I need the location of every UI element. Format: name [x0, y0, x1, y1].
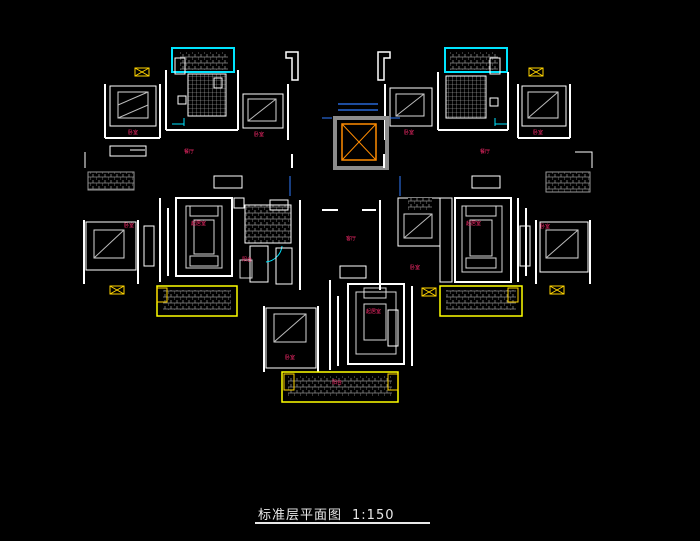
bathroom-top-right	[445, 75, 487, 119]
room-label-bedroom-left: 卧室	[124, 223, 135, 229]
unit-top-right	[377, 47, 571, 140]
bedroom-left	[85, 221, 137, 271]
room-label-bedroom-ur: 卧室	[533, 130, 544, 136]
drawing-title: 标准层平面图 1:150	[258, 504, 394, 523]
room-label-hall: 客厅	[346, 236, 357, 242]
bedroom-top-left	[109, 85, 157, 127]
room-label-bedroom-upper-mid-right: 卧室	[404, 130, 415, 136]
bedroom-top-mid-left	[242, 93, 284, 129]
room-label-balcony-bottom: 阳台	[332, 380, 343, 386]
drawing-scale-text: 1:150	[352, 508, 395, 523]
title-underline	[255, 522, 430, 524]
unit-bottom-center	[263, 280, 413, 403]
hatch-left	[87, 171, 135, 191]
core-elevator	[322, 103, 400, 170]
bedroom-top-right	[521, 85, 567, 127]
hatch-right	[545, 171, 591, 193]
room-label-balcony-left: 阳台	[242, 257, 253, 263]
room-label-dining-left: 餐厅	[184, 149, 195, 155]
room-label-bedroom-bottom: 卧室	[285, 355, 296, 361]
bedroom-bottom	[265, 307, 317, 369]
bathroom-top-left	[187, 73, 227, 117]
unit-left	[83, 197, 293, 317]
drawing-title-text: 标准层平面图	[258, 508, 343, 523]
side-pieces	[84, 145, 593, 279]
room-label-bedroom-center-right: 卧室	[410, 265, 421, 271]
room-label-living-right: 起居室	[466, 221, 482, 227]
hall-walls	[299, 200, 381, 290]
bedroom-right	[539, 221, 589, 273]
room-label-bedroom-ul: 卧室	[128, 130, 139, 136]
kitchen-top-right	[444, 47, 508, 73]
unit-right	[397, 197, 591, 317]
unit-top-left	[104, 47, 299, 140]
kitchen-top-left	[171, 47, 235, 73]
room-label-bedroom-upper-mid-left: 卧室	[254, 132, 265, 138]
balcony-right	[439, 285, 523, 317]
bedroom-top-mid-right	[389, 87, 433, 127]
room-label-living-center: 起居室	[366, 309, 382, 315]
room-label-dining-right: 餐厅	[480, 149, 491, 155]
room-label-living-left: 起居室	[191, 221, 207, 227]
room-label-bedroom-right: 卧室	[540, 224, 551, 230]
